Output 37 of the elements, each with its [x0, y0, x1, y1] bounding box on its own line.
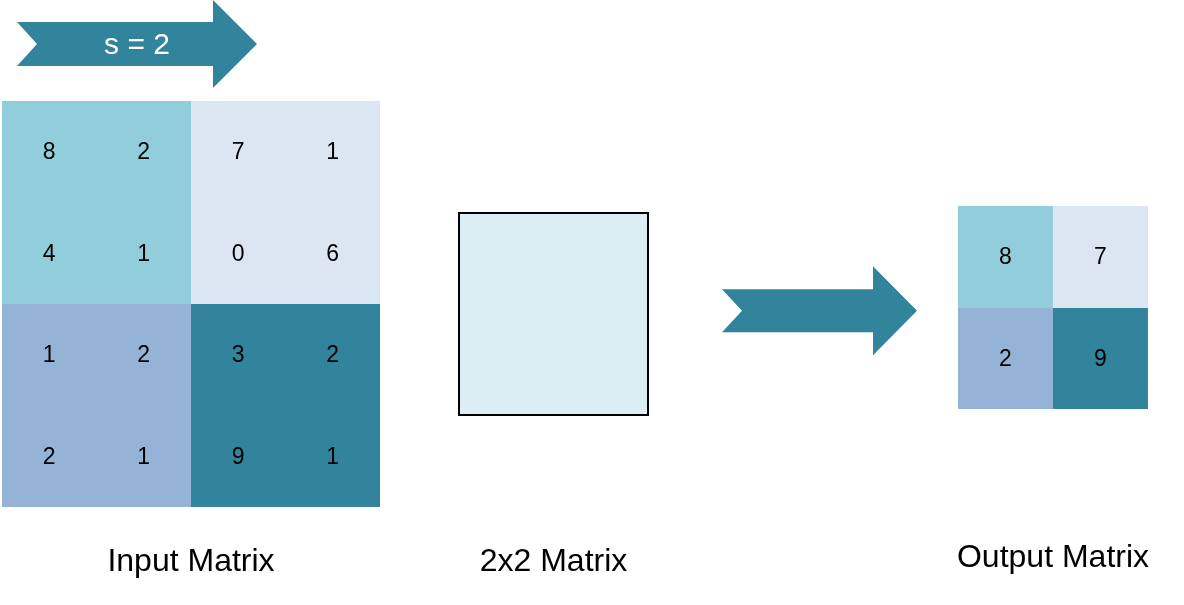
- matrix-value: 2: [137, 140, 151, 164]
- matrix-cell: [958, 206, 1053, 308]
- matrix-block: [2, 101, 191, 304]
- input-matrix: [2, 101, 380, 580]
- pooling-window: [458, 212, 649, 416]
- matrix-value: 6: [326, 241, 340, 265]
- matrix-value: 9: [1094, 346, 1107, 370]
- matrix-cell: [1053, 206, 1148, 308]
- matrix-value: 1: [42, 343, 56, 367]
- stride-label: s = 2: [104, 29, 170, 59]
- matrix-value: 9: [231, 444, 245, 468]
- matrix-caption: Output Matrix: [956, 537, 1150, 576]
- matrix-block: [191, 101, 380, 304]
- matrix-value: 8: [999, 245, 1012, 269]
- matrix-value: 2: [326, 343, 340, 367]
- matrix-caption: Input Matrix: [107, 541, 275, 580]
- matrix-value: 2: [42, 444, 56, 468]
- output-matrix: [956, 206, 1150, 576]
- matrix-value: 1: [326, 140, 340, 164]
- matrix-value: 1: [137, 444, 151, 468]
- matrix-cell: [958, 307, 1053, 409]
- matrix-block: [191, 304, 380, 507]
- matrix-value: 3: [231, 343, 245, 367]
- block-arrow: [722, 266, 917, 356]
- matrix-value: 2: [999, 346, 1012, 370]
- matrix-value: 1: [326, 444, 340, 468]
- matrix-caption: 2x2 Matrix: [479, 541, 628, 580]
- matrix-value: 2: [137, 343, 151, 367]
- matrix-block: [2, 304, 191, 507]
- matrix-value: 1: [137, 241, 151, 265]
- matrix-value: 7: [1094, 245, 1107, 269]
- matrix-value: 8: [42, 140, 56, 164]
- matrix-cell: [1053, 307, 1148, 409]
- direction-arrow: [17, 0, 257, 88]
- matrix-value: 7: [231, 140, 245, 164]
- matrix-value: 4: [42, 241, 56, 265]
- matrix-value: 0: [231, 241, 245, 265]
